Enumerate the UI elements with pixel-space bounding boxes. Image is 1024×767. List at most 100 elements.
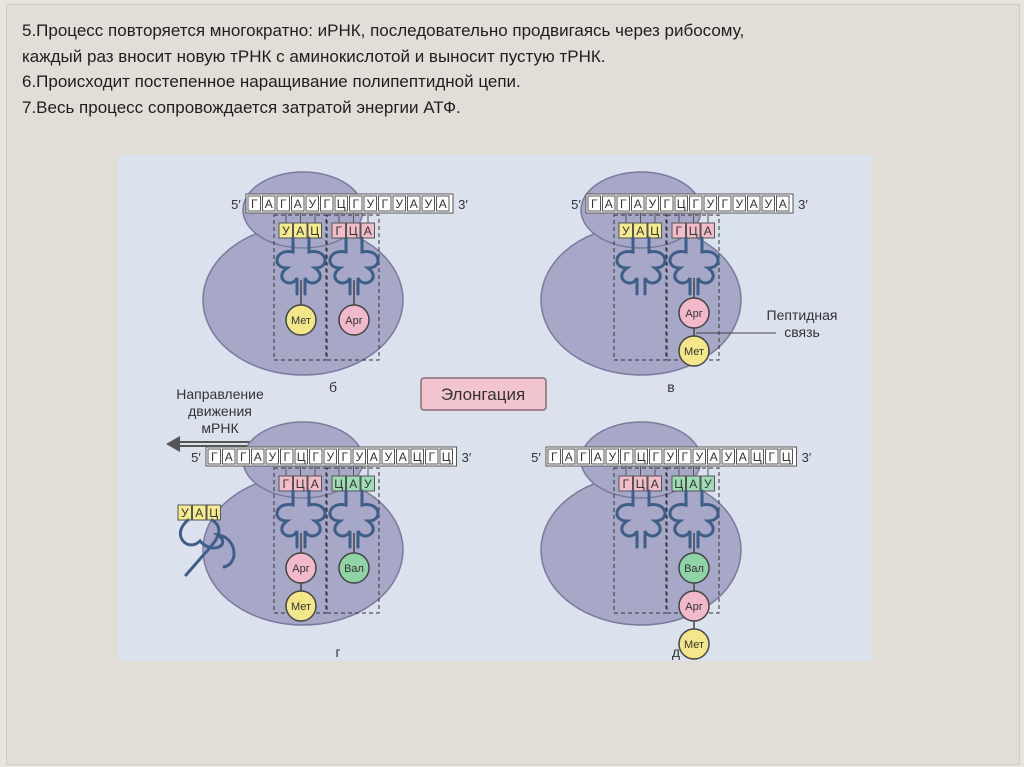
mrna-base	[381, 448, 395, 465]
amino-acid-label: Мет	[291, 315, 311, 327]
mrna-base-label: Г	[591, 197, 598, 211]
mrna-base-label: Ц	[297, 450, 306, 464]
mrna-base	[276, 195, 290, 212]
mrna-base	[605, 448, 619, 465]
mrna-base	[761, 195, 775, 212]
mrna-base-label: А	[439, 197, 447, 211]
panel-letter: д	[672, 644, 680, 660]
anticodon-base-label: У	[704, 477, 712, 491]
anticodon-base-label: Г	[283, 477, 290, 491]
mrna-base-label: А	[294, 197, 302, 211]
mrna-base-label: А	[779, 197, 787, 211]
mrna-base-label: Г	[240, 450, 247, 464]
elongation-figure: Элонгация Направление движения мРНК Пепт…	[118, 155, 871, 661]
amino-acid-label: Мет	[291, 601, 311, 613]
mrna-base	[309, 448, 323, 465]
mrna-base-label: Г	[280, 197, 287, 211]
trna-icon	[615, 236, 667, 296]
mrna-base	[645, 195, 659, 212]
anticodon-base-label: А	[636, 224, 644, 238]
amino-acid-label: Вал	[684, 563, 704, 575]
mrna-3-end: 3′	[802, 450, 812, 465]
anticodon-base-label: Ц	[650, 224, 659, 238]
mrna-base-label: А	[410, 197, 418, 211]
anticodon-base-label: А	[689, 477, 697, 491]
mrna-base-label: У	[395, 197, 403, 211]
mrna-5-end: 5′	[531, 450, 541, 465]
mrna-base	[678, 448, 692, 465]
mrna-base	[251, 448, 265, 465]
amino-acid-label: Мет	[684, 639, 704, 651]
mrna-base-label: У	[666, 450, 674, 464]
mrna-base-label: Г	[284, 450, 291, 464]
mrna-base	[407, 195, 421, 212]
mrna-base-label: Г	[580, 450, 587, 464]
mrna-base	[576, 448, 590, 465]
mrna-base	[367, 448, 381, 465]
mrna-base-label: У	[724, 450, 732, 464]
mrna-base	[660, 195, 674, 212]
mrna-base-label: Г	[664, 197, 671, 211]
amino-acid	[338, 552, 370, 584]
mrna-base	[591, 448, 605, 465]
mrna-3-end: 3′	[462, 450, 472, 465]
anticodon-base-label: Ц	[349, 224, 358, 238]
amino-acid	[285, 304, 317, 336]
trna-icon	[668, 236, 720, 296]
mrna-base-label: У	[424, 197, 432, 211]
mrna-base-label: Ц	[753, 450, 762, 464]
anticodon-base-label: Ц	[674, 477, 683, 491]
mrna-base-label: А	[565, 450, 573, 464]
mrna-base	[222, 448, 236, 465]
amino-acid	[338, 304, 370, 336]
mrna-base-label: Г	[342, 450, 349, 464]
mrna-3-end: 3′	[798, 197, 808, 212]
peptide-label-2: связь	[784, 324, 820, 340]
mrna-base	[392, 195, 406, 212]
mrna-base-label: Ц	[413, 450, 422, 464]
mrna-base-label: У	[608, 450, 616, 464]
mrna-3-end: 3′	[458, 197, 468, 212]
mrna-base	[634, 448, 648, 465]
anticodon-base-label: У	[364, 477, 372, 491]
mrna-base-label: У	[764, 197, 772, 211]
mrna-base	[352, 448, 366, 465]
mrna-base-label: А	[710, 450, 718, 464]
peptide-label-1: Пептидная	[767, 307, 838, 323]
mrna-base	[674, 195, 688, 212]
mrna-base	[236, 448, 250, 465]
mrna-base	[363, 195, 377, 212]
amino-acid-label: Вал	[344, 563, 364, 575]
direction-label-2: движения	[188, 403, 252, 419]
mrna-base-label: Г	[324, 197, 331, 211]
mrna-base-label: У	[268, 450, 276, 464]
mrna-base	[765, 448, 779, 465]
mrna-base-label: У	[384, 450, 392, 464]
amino-acid	[678, 335, 710, 367]
free-trna-base-label: У	[181, 506, 189, 520]
amino-acid	[678, 628, 710, 660]
mrna-base-label: А	[370, 450, 378, 464]
mrna-base	[750, 448, 764, 465]
mrna-base-label: Ц	[782, 450, 791, 464]
mrna-base	[631, 195, 645, 212]
mrna-base	[562, 448, 576, 465]
amino-acid-label: Мет	[684, 346, 704, 358]
trna-icon	[275, 236, 327, 296]
mrna-base	[707, 448, 721, 465]
anticodon-base-label: А	[349, 477, 357, 491]
mrna-base	[323, 448, 337, 465]
mrna-base	[349, 195, 363, 212]
panel-letter: г	[335, 644, 340, 660]
amino-acid-label: Арг	[345, 315, 362, 327]
mrna-base	[378, 195, 392, 212]
amino-acid-label: Арг	[685, 601, 702, 613]
text-line-5-cont: каждый раз вносит новую тРНК с аминокисл…	[22, 46, 606, 66]
mrna-base-label: А	[605, 197, 613, 211]
mrna-base	[547, 448, 561, 465]
anticodon-base-label: Г	[623, 477, 630, 491]
text-line-5: 5.Процесс повторяется многократно: иРНК,…	[22, 21, 745, 40]
mrna-base	[247, 195, 261, 212]
anticodon-base-label: А	[704, 224, 712, 238]
